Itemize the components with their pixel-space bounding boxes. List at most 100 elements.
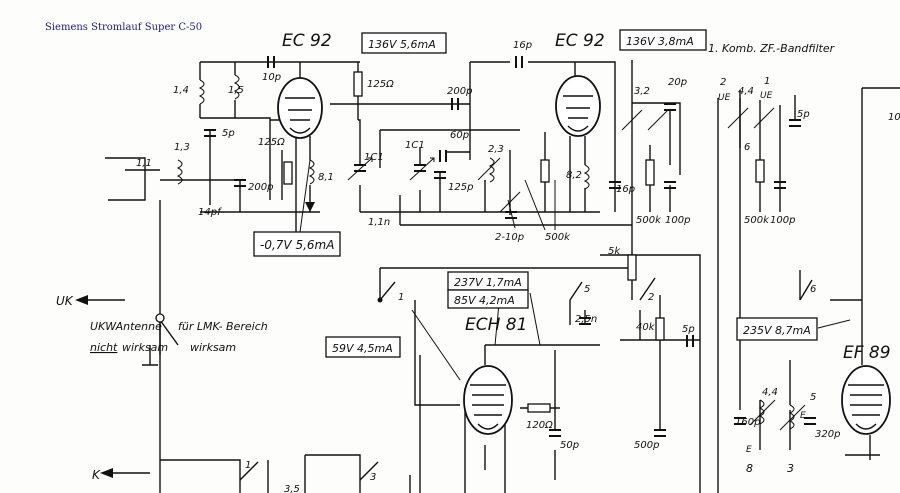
leader-line xyxy=(507,199,516,229)
tube-envelope xyxy=(277,77,323,139)
signal-arrows xyxy=(75,202,315,478)
uk-label: UK xyxy=(56,294,74,308)
voltage-box-text: 85V 4,2mA xyxy=(454,294,515,307)
leader-line xyxy=(411,309,461,381)
value-label: E xyxy=(800,411,806,421)
switch-contact xyxy=(159,319,179,346)
down-arrow xyxy=(305,202,315,212)
trimmer-arrow xyxy=(727,107,749,129)
value-label: 2-10p xyxy=(495,232,524,243)
uk-arrow-head xyxy=(75,295,88,305)
tube-envelope xyxy=(841,365,891,435)
value-label: 16p xyxy=(616,184,635,195)
switch-contact xyxy=(569,281,583,301)
tube-envelope xyxy=(463,365,513,435)
tube-cathode xyxy=(855,423,877,430)
k-arrow-head xyxy=(100,468,113,478)
voltage-box-text: 136V 5,6mA xyxy=(368,38,436,51)
value-label: 3 xyxy=(787,462,794,475)
wiring xyxy=(105,60,900,493)
resistor xyxy=(645,159,655,186)
value-label: 5p xyxy=(682,324,695,335)
wire xyxy=(200,117,271,200)
antenna-terminal xyxy=(155,313,165,323)
coil xyxy=(198,79,205,105)
capacitor xyxy=(354,164,366,172)
voltage-box-text: -0,7V 5,6mA xyxy=(260,238,334,252)
resistor xyxy=(755,159,765,183)
voltage-box-text: 237V 1,7mA xyxy=(454,276,522,289)
value-label: 1 xyxy=(764,76,770,87)
tube-electrodes xyxy=(285,97,315,121)
wire xyxy=(105,157,146,201)
trimmer-arrow xyxy=(647,109,669,131)
wire xyxy=(160,459,241,493)
voltage-box: 59V 4,5mA xyxy=(325,336,401,358)
voltage-box: 85V 4,2mA xyxy=(447,289,529,309)
coil xyxy=(758,399,765,425)
voltage-box: -0,7V 5,6mA xyxy=(253,231,341,257)
k-label: K xyxy=(92,468,101,482)
voltage-box-frame xyxy=(361,32,447,54)
capacitors xyxy=(204,56,816,437)
voltage-box: 235V 8,7mA xyxy=(736,317,818,341)
wire xyxy=(739,360,791,410)
wire xyxy=(414,300,460,406)
capacitor xyxy=(774,181,786,189)
value-label: 160p xyxy=(735,417,760,428)
resistor xyxy=(283,161,293,185)
capacitor xyxy=(789,119,801,127)
capacitor xyxy=(451,98,459,110)
resistor xyxy=(540,159,550,183)
coil xyxy=(308,159,315,185)
value-label: 40k xyxy=(636,322,656,333)
wire xyxy=(509,132,546,215)
voltage-box-text: 59V 4,5mA xyxy=(332,342,393,355)
capacitor xyxy=(609,181,621,189)
value-label: 5p xyxy=(797,109,810,120)
wire xyxy=(358,119,361,212)
value-label: 1,5 xyxy=(228,85,244,96)
capacitor xyxy=(686,335,694,347)
resistor xyxy=(353,71,363,97)
voltage-box-text: 136V 3,8mA xyxy=(626,35,694,48)
value-label: 8,2 xyxy=(566,170,582,181)
switch-contact xyxy=(379,281,396,301)
capacitor xyxy=(414,164,426,172)
value-label: 8 xyxy=(746,462,753,475)
value-label: 125Ω xyxy=(258,137,285,148)
leader-line xyxy=(817,319,851,329)
value-label: 125p xyxy=(448,182,473,193)
trimmer-arrow xyxy=(477,157,501,181)
antenna-not-label: nicht xyxy=(90,341,118,354)
value-label: 8,1 xyxy=(318,172,334,183)
trimmer-arrow xyxy=(499,191,521,213)
switch-label: 3 xyxy=(370,472,376,483)
voltage-box-frame xyxy=(619,29,707,51)
value-label: 1C1 xyxy=(364,152,384,163)
tube-electrodes xyxy=(470,384,506,416)
value-label: 1,1 xyxy=(136,158,152,169)
value-label: 500k xyxy=(744,215,770,226)
voltage-box-frame xyxy=(253,231,341,257)
leader-line xyxy=(524,179,546,231)
value-label: 2,5n xyxy=(575,314,597,325)
antenna-effective-label: wirksam xyxy=(122,341,168,354)
tube-label-ec92-2: EC 92 xyxy=(555,31,605,51)
value-label: UE xyxy=(718,93,731,103)
ground-symbol xyxy=(142,345,158,366)
switches xyxy=(142,277,813,481)
lmk-label: für LMK- Bereich xyxy=(178,320,268,333)
coil xyxy=(176,159,183,185)
filter-label: 1. Komb. ZF.-Bandfilter xyxy=(708,42,836,55)
value-label: E xyxy=(746,445,752,455)
capacitor xyxy=(204,129,216,137)
tube-electrodes xyxy=(848,384,884,416)
switch-label: 6 xyxy=(810,284,816,295)
switch-label: 2 xyxy=(648,292,654,303)
tube-envelope xyxy=(555,75,601,137)
tube-cathode xyxy=(567,125,589,132)
value-label: 100p xyxy=(665,215,690,226)
value-label: 200p xyxy=(447,86,472,97)
switch-contact xyxy=(799,279,813,301)
